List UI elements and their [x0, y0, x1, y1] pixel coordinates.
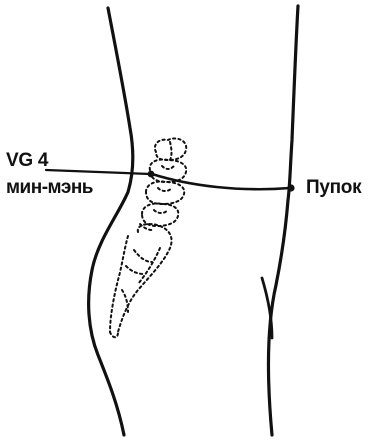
dotted-spine-outline	[110, 138, 186, 337]
front-contour-line	[269, 6, 298, 435]
navel-label: Пупок	[306, 178, 361, 197]
back-contour-line	[89, 8, 133, 435]
vg4-point-marker	[148, 171, 155, 178]
vg4-leader-line	[46, 170, 150, 174]
point-code-label: VG 4	[6, 151, 48, 170]
point-name-label: мин-мэнь	[6, 178, 93, 197]
thigh-crease-line	[262, 278, 272, 338]
navel-point-marker	[287, 184, 294, 191]
